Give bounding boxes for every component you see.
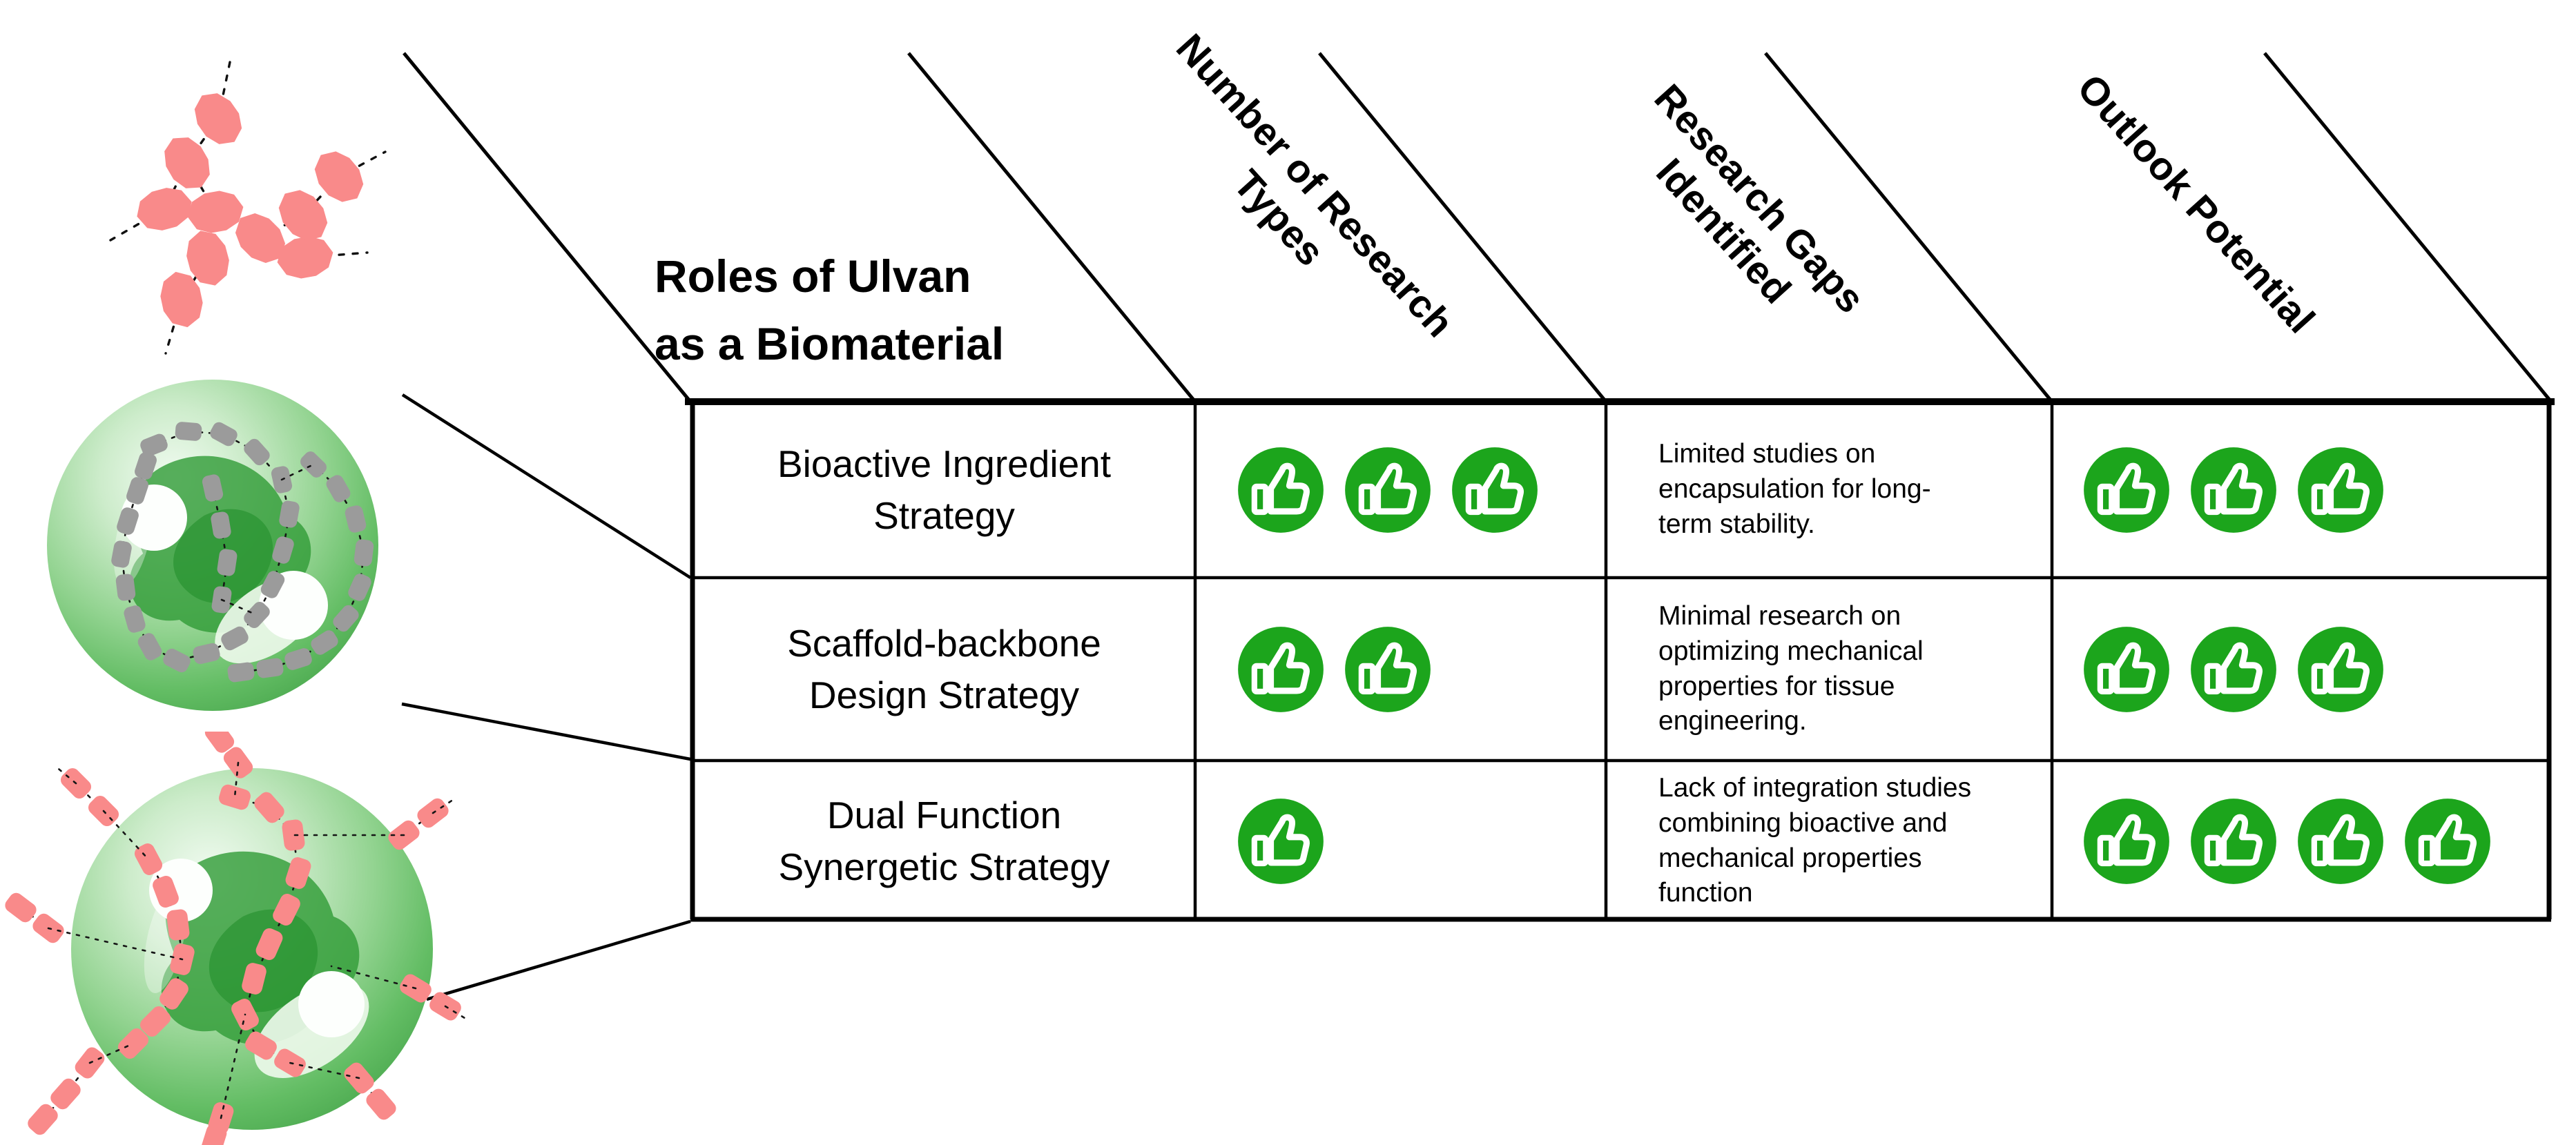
thumbs-up-icon: [1238, 447, 1324, 533]
row1-outlook-rating: [2055, 404, 2551, 575]
thumbs-up-icon: [1452, 447, 1538, 533]
thumbs-up-icon: [2298, 447, 2383, 533]
thumbs-up-icon: [2084, 798, 2169, 884]
row2-outlook-rating: [2055, 580, 2551, 758]
column-header-research-gaps-identified: Research Gaps Identified: [1645, 76, 1874, 322]
thumbs-up-icon: [2191, 447, 2276, 533]
thumbs-up-icon: [2191, 798, 2276, 884]
microsphere-pink-coated-illustration: [2, 732, 469, 1145]
column-header-outlook-potential: Outlook Potential: [2069, 66, 2324, 342]
thumbs-up-icon: [2084, 626, 2169, 712]
thumbs-up-icon: [1238, 626, 1324, 712]
row3-strategy-name: Dual Function Synergetic Strategy: [778, 794, 1110, 888]
thumbs-up-icon: [1345, 626, 1431, 712]
thumbs-up-icon: [2405, 798, 2490, 884]
row3-outlook-rating: [2055, 763, 2551, 919]
row3-research-types-rating: [1198, 763, 1606, 919]
row3-research-gap-text: Lack of integration studies combining bi…: [1658, 773, 1972, 908]
row1-research-types-rating: [1198, 404, 1606, 575]
row1-research-gap-text: Limited studies on encapsulation for lon…: [1658, 439, 1931, 539]
row1-strategy-name: Bioactive Ingredient Strategy: [777, 442, 1112, 537]
thumbs-up-icon: [2298, 626, 2383, 712]
ulvan-molecule-illustration: [109, 61, 387, 355]
corner-header-roles-of-ulvan: Roles of Ulvan as a Biomaterial: [655, 251, 1005, 369]
row2-strategy-name: Scaffold-backbone Design Strategy: [787, 622, 1101, 716]
thumbs-up-icon: [1345, 447, 1431, 533]
thumbs-up-icon: [1238, 798, 1324, 884]
microsphere-gray-chain-illustration: [47, 380, 378, 711]
thumbs-up-icon: [2084, 447, 2169, 533]
row2-research-gap-text: Minimal research on optimizing mechanica…: [1658, 601, 1924, 736]
thumbs-up-icon: [2298, 798, 2383, 884]
thumbs-up-icon: [2191, 626, 2276, 712]
column-header-number-of-research-types: Number of Research Types: [1168, 26, 1462, 346]
row2-research-types-rating: [1198, 580, 1606, 758]
